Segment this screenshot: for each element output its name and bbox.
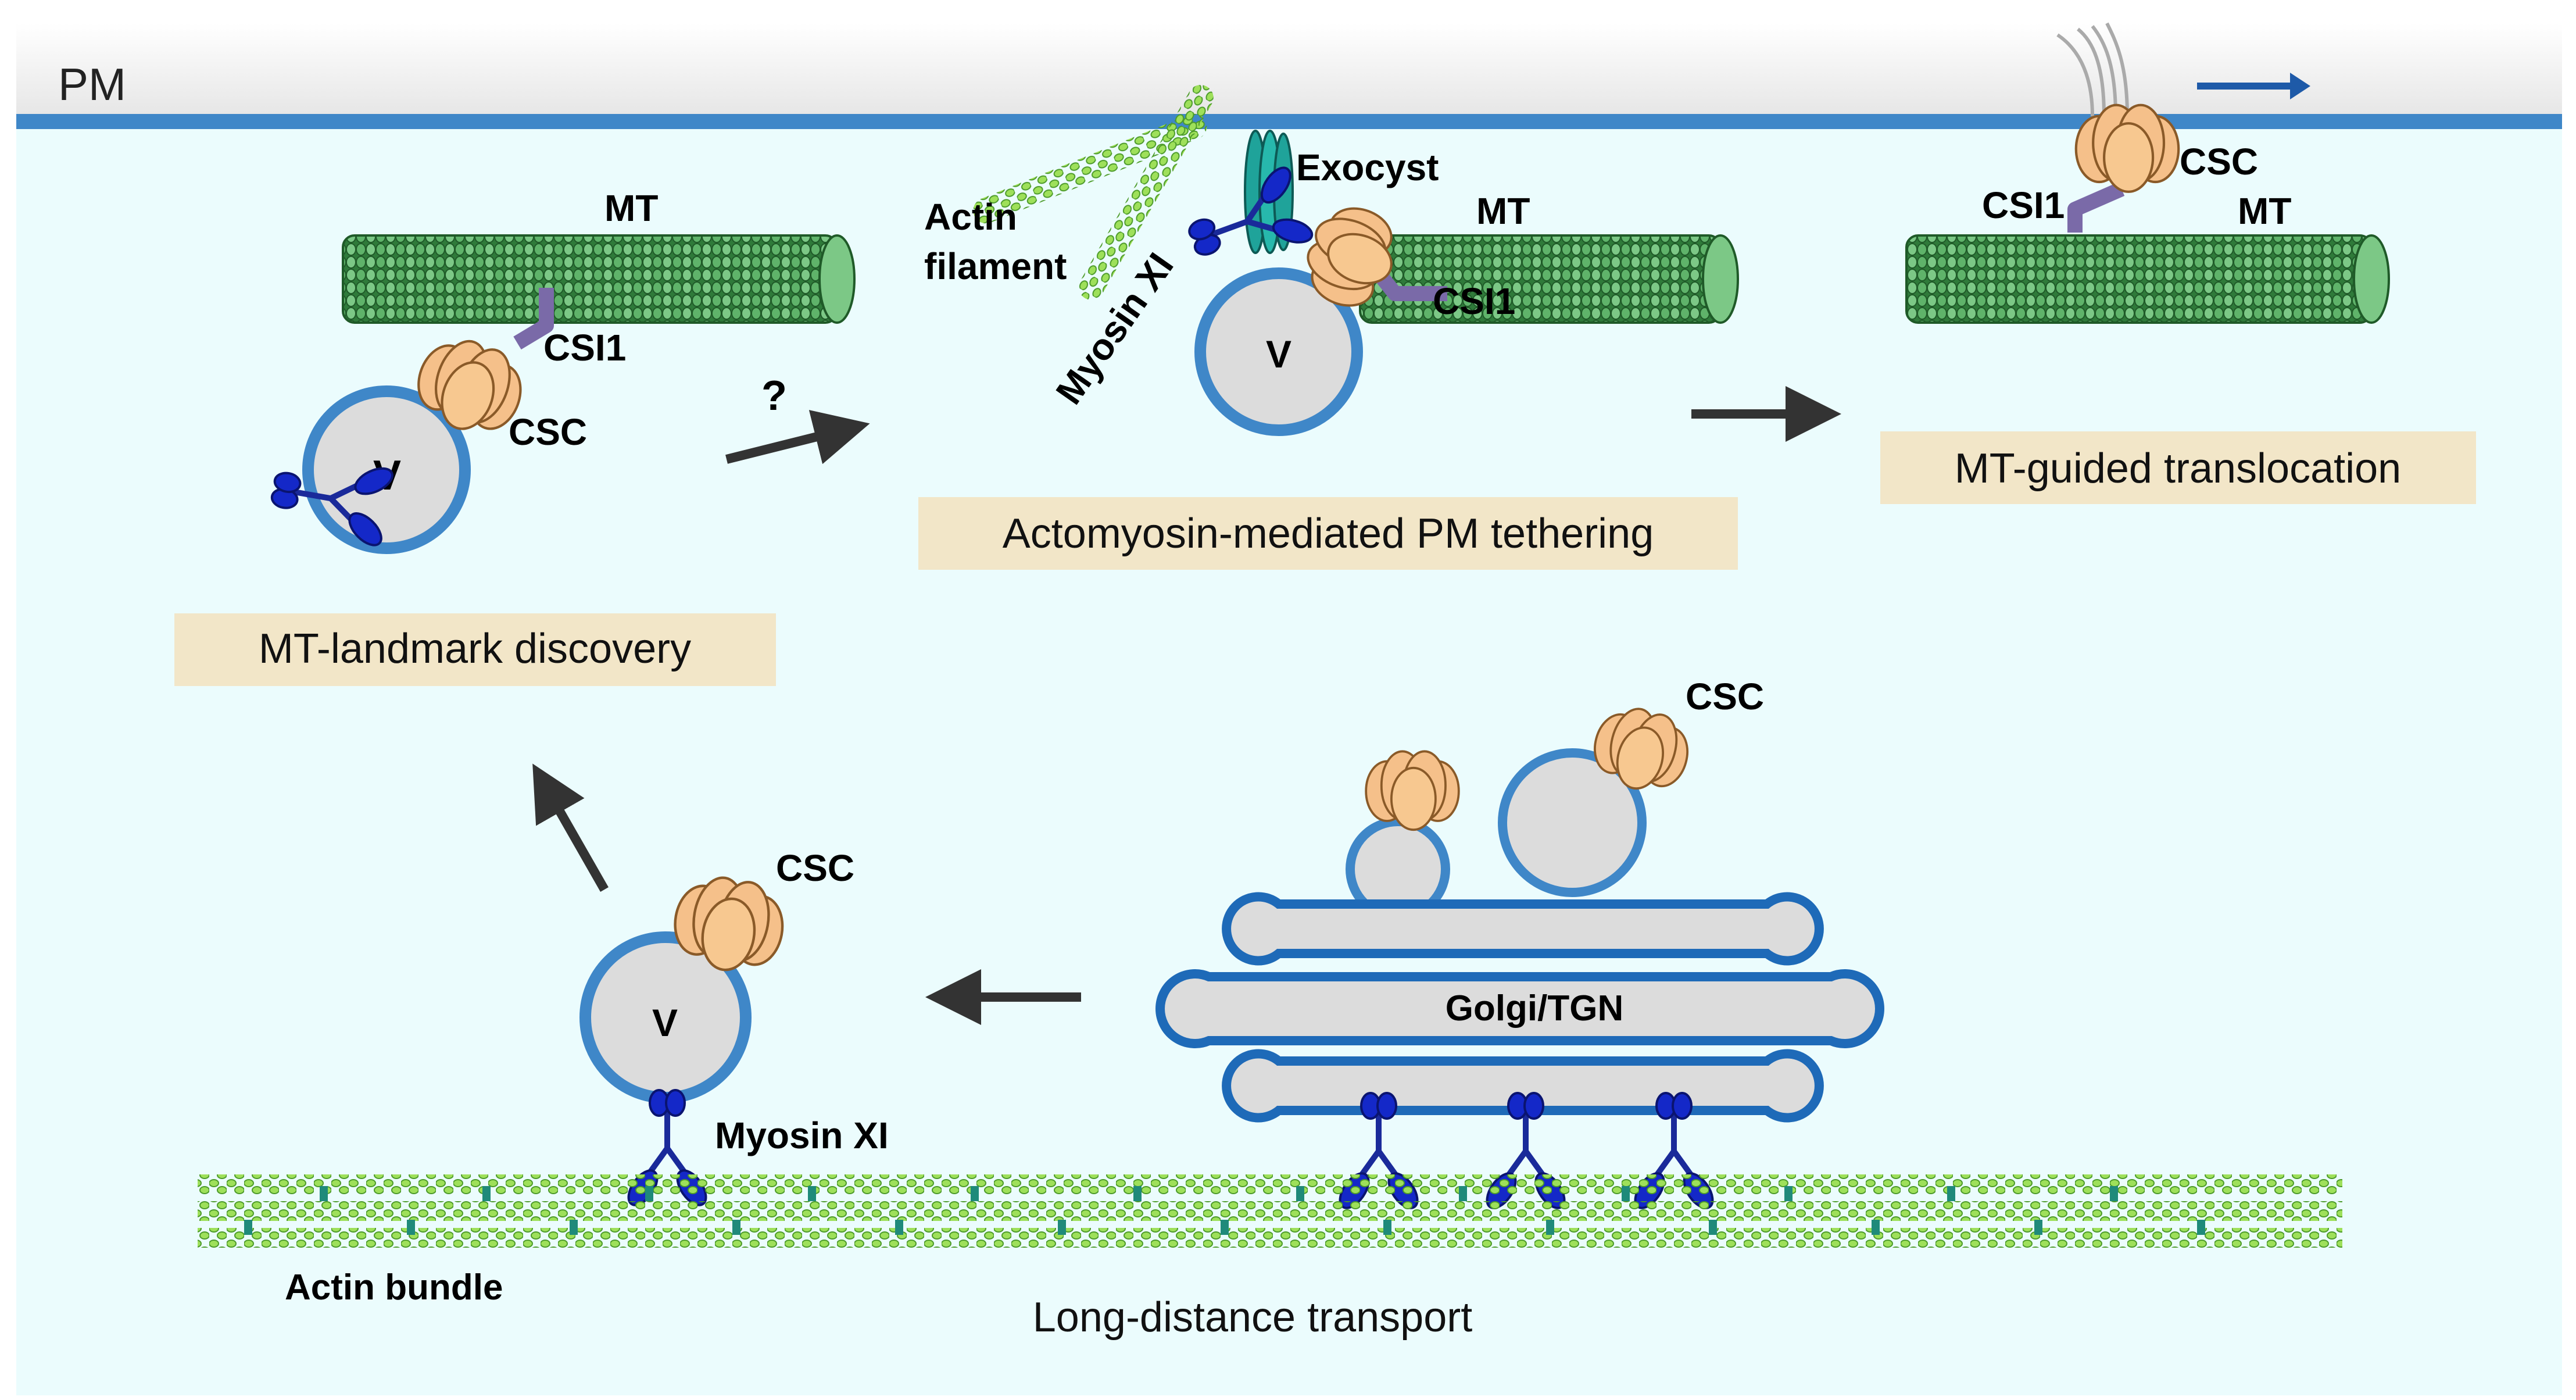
mt-label-2: MT bbox=[1476, 190, 1530, 232]
myosin-xi-label-2: Myosin XI bbox=[715, 1115, 889, 1156]
csi1-label-1: CSI1 bbox=[543, 327, 626, 369]
mt-label-3: MT bbox=[2238, 190, 2291, 232]
plasma-membrane bbox=[16, 114, 2562, 129]
csc-label-3: CSC bbox=[1686, 676, 1764, 717]
csc-complex-3 bbox=[2076, 105, 2178, 192]
actin-filament-label-line2: filament bbox=[924, 245, 1067, 287]
actin-filament bbox=[973, 85, 1214, 300]
discovery-label: MT-landmark discovery bbox=[259, 626, 691, 672]
discovery-box bbox=[174, 613, 776, 686]
actin-bundle bbox=[198, 1174, 2342, 1248]
microtubule-2 bbox=[1359, 234, 1739, 324]
arrow-transport-to-discovery bbox=[532, 763, 609, 892]
movement-arrowhead bbox=[2290, 73, 2310, 99]
mt-label-1: MT bbox=[604, 187, 658, 229]
csc-label-1: CSC bbox=[509, 411, 587, 453]
microtubule-3 bbox=[1905, 234, 2390, 324]
arrow-discovery-to-tethering bbox=[725, 410, 870, 465]
actin-filament-label-line1: Actin bbox=[924, 196, 1017, 238]
question-mark: ? bbox=[761, 373, 787, 419]
cellulose-fibrils bbox=[2056, 22, 2129, 117]
transport-label: Long-distance transport bbox=[1033, 1294, 1472, 1341]
csi1-linker-3 bbox=[2067, 182, 2125, 233]
extracellular-band bbox=[16, 23, 2562, 116]
csi1-label-2: CSI1 bbox=[1433, 280, 1515, 322]
vesicle-label-2: V bbox=[1266, 333, 1291, 376]
csc-label-2: CSC bbox=[2180, 141, 2258, 183]
golgi-vesicle-large bbox=[1498, 748, 1647, 897]
pm-label: PM bbox=[58, 59, 126, 110]
exocyst-label: Exocyst bbox=[1296, 147, 1439, 188]
actin-bundle-label: Actin bundle bbox=[285, 1267, 503, 1308]
translocation-box bbox=[1880, 431, 2476, 504]
csi1-label-3: CSI1 bbox=[1982, 184, 2065, 226]
tethering-label: Actomyosin-mediated PM tethering bbox=[1003, 510, 1654, 557]
vesicle-label-3: V bbox=[652, 1001, 678, 1044]
csi1-linker-1 bbox=[513, 288, 554, 350]
microtubule-1 bbox=[342, 234, 856, 324]
csc-complex-golgi-1 bbox=[1365, 750, 1460, 831]
tethering-box bbox=[918, 497, 1738, 570]
vesicle-2 bbox=[1194, 267, 1363, 436]
golgi-label: Golgi/TGN bbox=[1446, 988, 1624, 1028]
csc-label-4: CSC bbox=[776, 847, 854, 889]
golgi-stack bbox=[1155, 892, 1884, 1123]
translocation-label: MT-guided translocation bbox=[1955, 445, 2401, 492]
